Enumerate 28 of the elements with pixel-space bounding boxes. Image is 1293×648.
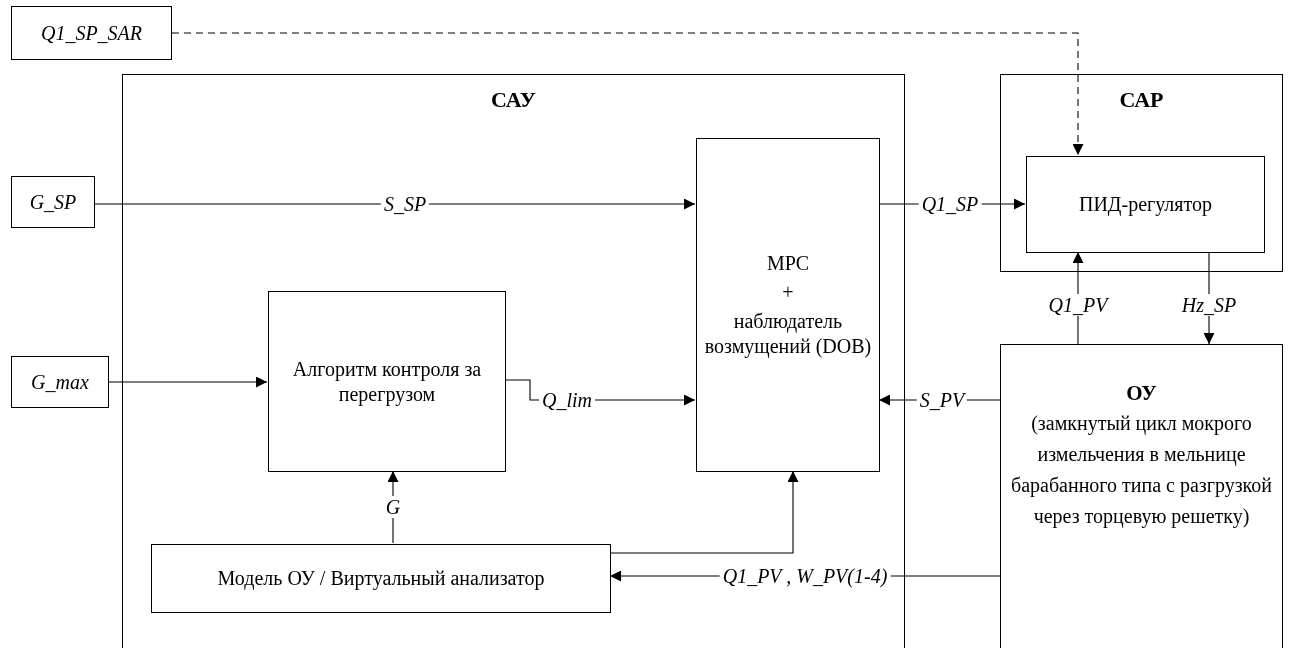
block-text: + [782,280,794,305]
block-title: САР [1119,87,1164,114]
arrow [387,470,399,544]
process-box [696,138,880,472]
signal-name: Q1_SP_SAR [40,20,143,46]
arrow [609,470,799,554]
signal-name: G_SP [29,189,77,215]
block-text: MPC [766,251,810,276]
process-box [268,291,506,472]
arrow [171,32,1084,156]
arrow [108,376,268,388]
block-text: (замкнутый цикл мокрого измельчения в мельнице барабанного типа с разгрузкой через торцевую решетку) [1010,411,1273,530]
block-text: наблюдатель возмущений (DOB) [703,309,873,359]
block-title: САУ [491,87,536,114]
signal-box [11,6,172,60]
arrow [94,198,696,210]
edge-label: Q1_PV , W_PV(1-4) [719,565,891,587]
signal-box [11,356,109,408]
signal-box [11,176,95,228]
signal-name: G_max [31,369,89,395]
block-text: Алгоритм контроля за перегрузом [291,356,483,407]
group-frame [1000,74,1283,272]
block-text: ПИД-регулятор [1078,192,1212,217]
process-box [1026,156,1265,253]
block-title: ОУ [1126,381,1157,407]
plant-box [1000,344,1283,648]
process-box [151,544,611,613]
block-text: Модель ОУ / Виртуальный анализатор [217,566,545,591]
